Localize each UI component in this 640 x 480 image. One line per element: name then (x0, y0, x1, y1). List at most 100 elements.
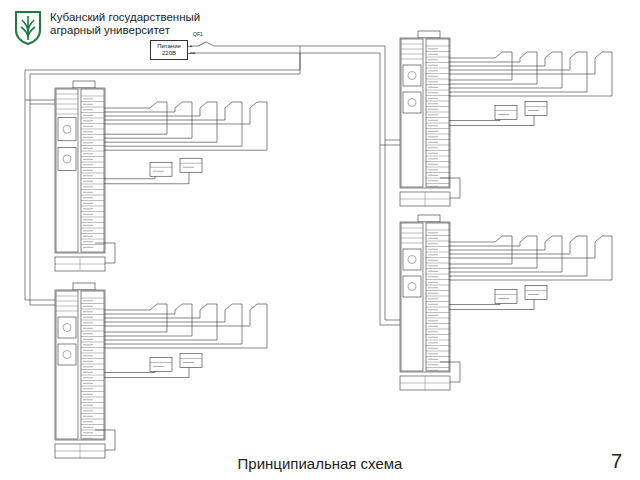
wire (83, 126, 93, 127)
block-outline (150, 162, 172, 176)
wire (200, 304, 214, 310)
block-outline (401, 223, 423, 371)
wire (428, 125, 438, 126)
wire (56, 104, 78, 105)
wire (426, 301, 449, 302)
wire (81, 233, 104, 234)
wire (428, 147, 438, 148)
wire (81, 402, 104, 403)
wire (426, 296, 449, 297)
wire (81, 151, 104, 152)
wire (104, 172, 189, 184)
wire (426, 351, 449, 352)
wire (426, 90, 449, 91)
wire (83, 366, 93, 367)
wire (200, 102, 214, 108)
wire (428, 243, 438, 244)
controller-block (55, 283, 267, 458)
wire (81, 325, 104, 326)
wire (428, 54, 438, 55)
wire (400, 383, 450, 384)
wire (83, 350, 93, 351)
indicator-symbol (63, 125, 71, 133)
wire (81, 239, 104, 240)
wire (81, 369, 104, 370)
page-number: 7 (611, 450, 635, 473)
wire (81, 167, 104, 168)
wire (449, 304, 500, 305)
wire (545, 52, 559, 58)
wire (250, 102, 264, 108)
wire (426, 156, 449, 157)
wire (104, 108, 150, 109)
block-outline (58, 317, 76, 338)
wire (83, 159, 93, 160)
wire (428, 98, 438, 99)
wire (426, 318, 449, 319)
block-outline (150, 358, 172, 372)
block-outline (56, 291, 78, 439)
wire (495, 110, 517, 111)
indicator-symbol (63, 155, 71, 163)
wire (428, 353, 438, 354)
wire (449, 242, 570, 254)
block-outline (180, 354, 202, 368)
wire (81, 358, 104, 359)
wire (426, 356, 449, 357)
wire (225, 102, 239, 108)
wire (428, 87, 438, 88)
block-outline (495, 290, 517, 304)
wire (104, 108, 225, 120)
wire (449, 116, 534, 126)
wire (83, 137, 93, 138)
wire (180, 163, 202, 164)
wire (426, 334, 449, 335)
wire (55, 451, 105, 452)
wire (83, 148, 93, 149)
indicator-symbol (408, 256, 416, 264)
wire (426, 51, 449, 52)
wire (104, 102, 267, 150)
wire (81, 107, 104, 108)
wire (428, 164, 438, 165)
wire (449, 236, 612, 280)
power-box: Питание 220В (150, 40, 188, 60)
wire (520, 52, 534, 58)
wire (104, 368, 189, 378)
wire (25, 46, 300, 300)
wire (83, 247, 93, 248)
wire (449, 242, 545, 250)
wire (426, 150, 449, 151)
wire (83, 438, 93, 439)
wire (449, 236, 537, 268)
wire (30, 53, 300, 305)
wire (428, 48, 438, 49)
wire (426, 167, 449, 168)
wire (83, 372, 93, 373)
wire (426, 112, 449, 113)
wire (81, 173, 104, 174)
wire (428, 298, 438, 299)
block-outline (56, 89, 78, 252)
wire (426, 235, 449, 236)
wire (83, 333, 93, 334)
wire (83, 236, 93, 237)
block-outline (525, 102, 547, 116)
wire (595, 236, 609, 242)
power-wiring (25, 42, 400, 325)
wire (428, 232, 438, 233)
wire (81, 134, 104, 135)
wire (83, 208, 93, 209)
wire (81, 112, 104, 113)
indicator-symbol (408, 99, 416, 107)
wire (83, 192, 93, 193)
wire (428, 180, 438, 181)
wire (449, 242, 495, 243)
wire (56, 94, 78, 95)
wire (428, 309, 438, 310)
wire (498, 298, 509, 299)
wire (449, 52, 587, 92)
wire (83, 306, 93, 307)
wire (428, 265, 438, 266)
